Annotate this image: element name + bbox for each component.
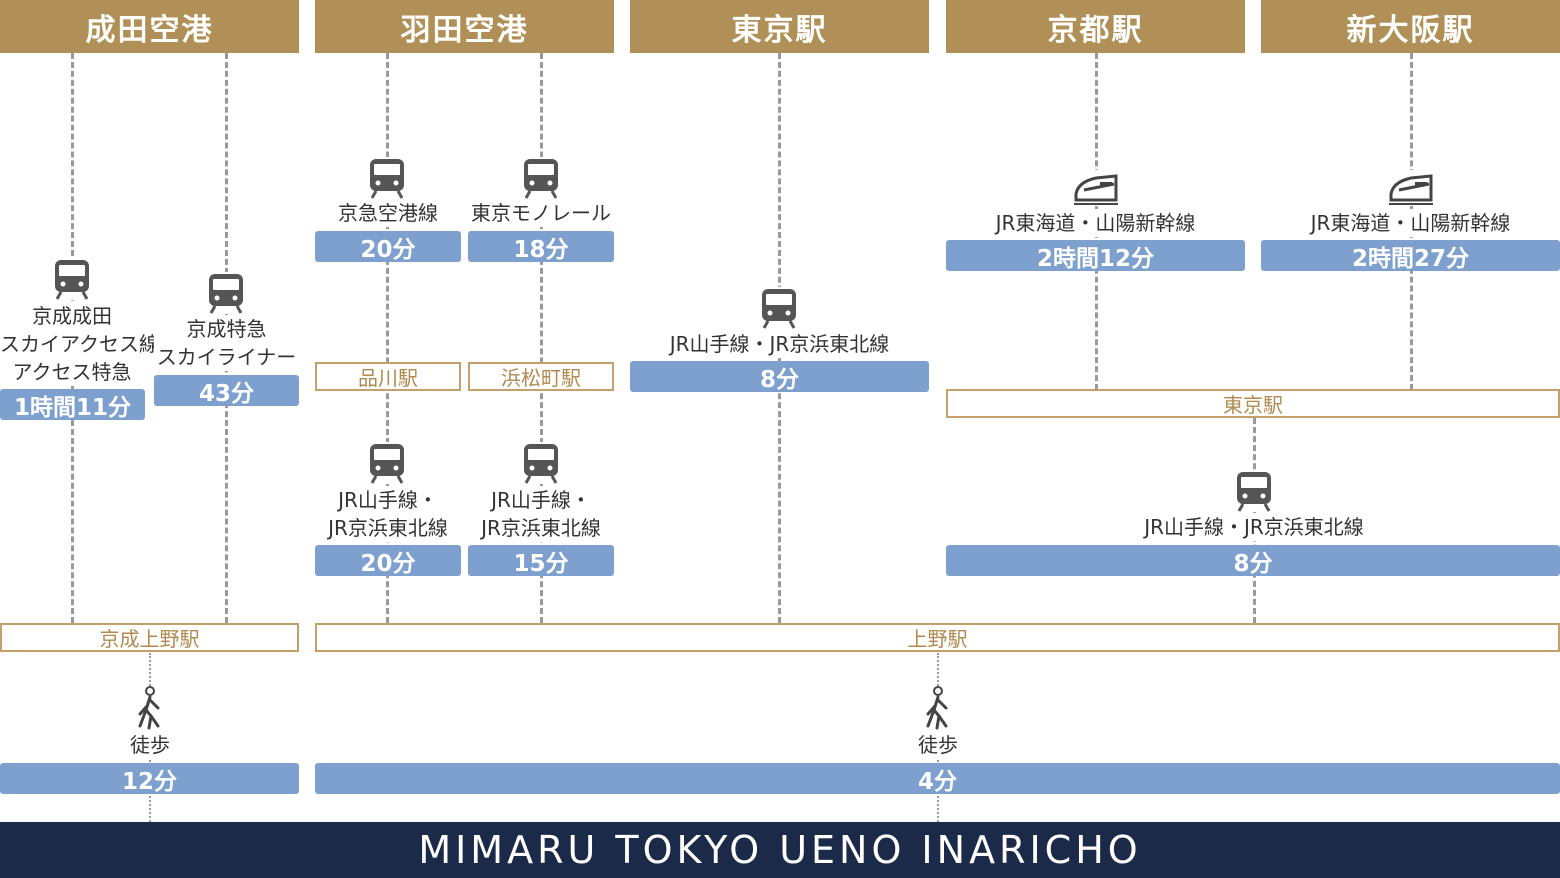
- header-shinosaka-station: 新大阪駅: [1261, 0, 1560, 53]
- route-label: JR山手線・JR京浜東北線: [1104, 513, 1404, 541]
- walk-label: 徒歩: [888, 731, 988, 759]
- train-icon: [368, 442, 406, 484]
- travel-time: 2時間27分: [1261, 240, 1560, 272]
- route-label-line: 京成成田: [0, 302, 144, 330]
- train-icon: [207, 272, 245, 314]
- train-icon: [522, 442, 560, 484]
- train-icon: [1235, 470, 1273, 512]
- route-label-line: アクセス特急: [0, 358, 144, 386]
- station-shinagawa: 品川駅: [315, 362, 461, 391]
- route-label-line: 京成特急: [154, 315, 299, 343]
- header-kyoto-station: 京都駅: [946, 0, 1245, 53]
- route-label-line: スカイアクセス線: [0, 330, 159, 358]
- station-ueno: 上野駅: [315, 623, 1560, 652]
- route-label: 東京モノレール: [468, 199, 614, 227]
- walking-person-icon: [134, 686, 166, 730]
- route-label-line: スカイライナー: [154, 343, 299, 371]
- route-label: 京急空港線: [315, 199, 461, 227]
- travel-time: 15分: [468, 545, 614, 577]
- route-line: [386, 53, 389, 623]
- travel-time: 20分: [315, 231, 461, 263]
- route-label-line: JR京浜東北線: [468, 514, 614, 542]
- travel-time: 2時間12分: [946, 240, 1245, 272]
- travel-time: 8分: [630, 361, 929, 393]
- shinkansen-icon: [1072, 170, 1120, 206]
- travel-time: 43分: [154, 375, 299, 407]
- route-line: [540, 53, 543, 623]
- train-icon: [53, 258, 91, 300]
- train-icon: [522, 157, 560, 199]
- walk-label: 徒歩: [100, 731, 200, 759]
- travel-time: 8分: [946, 545, 1560, 577]
- header-haneda-airport: 羽田空港: [315, 0, 614, 53]
- walk-time: 12分: [0, 763, 299, 795]
- travel-time: 1時間11分: [0, 389, 145, 421]
- header-tokyo-station: 東京駅: [630, 0, 929, 53]
- route-label: JR東海道・山陽新幹線: [1261, 209, 1560, 237]
- station-keisei-ueno: 京成上野駅: [0, 623, 299, 652]
- travel-time: 18分: [468, 231, 614, 263]
- route-label-line: JR京浜東北線: [315, 514, 461, 542]
- route-label-line: JR山手線・: [468, 486, 614, 514]
- route-label: JR東海道・山陽新幹線: [946, 209, 1245, 237]
- station-hamamatsucho: 浜松町駅: [468, 362, 614, 391]
- train-icon: [368, 157, 406, 199]
- hotel-name-footer: MIMARU TOKYO UENO INARICHO: [0, 822, 1560, 878]
- station-tokyo-transfer: 東京駅: [946, 389, 1560, 418]
- route-label-line: JR山手線・: [315, 486, 461, 514]
- header-narita-airport: 成田空港: [0, 0, 299, 53]
- shinkansen-icon: [1387, 170, 1435, 206]
- route-label: JR山手線・JR京浜東北線: [630, 330, 929, 358]
- travel-time: 20分: [315, 545, 461, 577]
- walk-time: 4分: [315, 763, 1560, 795]
- train-icon: [760, 287, 798, 329]
- walking-person-icon: [922, 686, 954, 730]
